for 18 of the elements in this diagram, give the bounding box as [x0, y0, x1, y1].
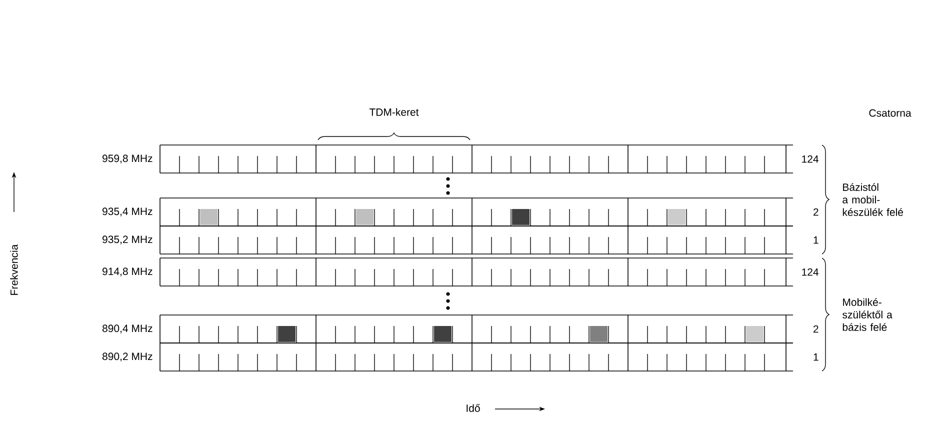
column-heading: Csatorna [869, 109, 912, 117]
frame-label: TDM-keret [369, 108, 419, 116]
channel-number: 2 [814, 325, 818, 333]
frequency-label: 890,4 MHz [102, 324, 152, 334]
frequency-label: 935,2 MHz [102, 236, 152, 244]
group-label: Bázistól a mobil- készülék felé [842, 183, 903, 216]
frequency-label: 935,4 MHz [102, 208, 152, 216]
group-label: Mobilké- szüléktől a bázis felé [842, 298, 892, 331]
axis-label: Idő [466, 404, 480, 412]
axis-label: Frekvencia [10, 244, 18, 295]
channel-number: 124 [802, 268, 818, 276]
channel-number: 124 [802, 155, 818, 163]
channel-number: 1 [814, 353, 818, 361]
frequency-label: 914,8 MHz [102, 268, 152, 276]
frequency-label: 959,8 MHz [102, 154, 152, 164]
channel-number: 2 [814, 208, 818, 216]
frequency-label: 890,2 MHz [102, 352, 152, 362]
channel-number: 1 [814, 236, 818, 244]
